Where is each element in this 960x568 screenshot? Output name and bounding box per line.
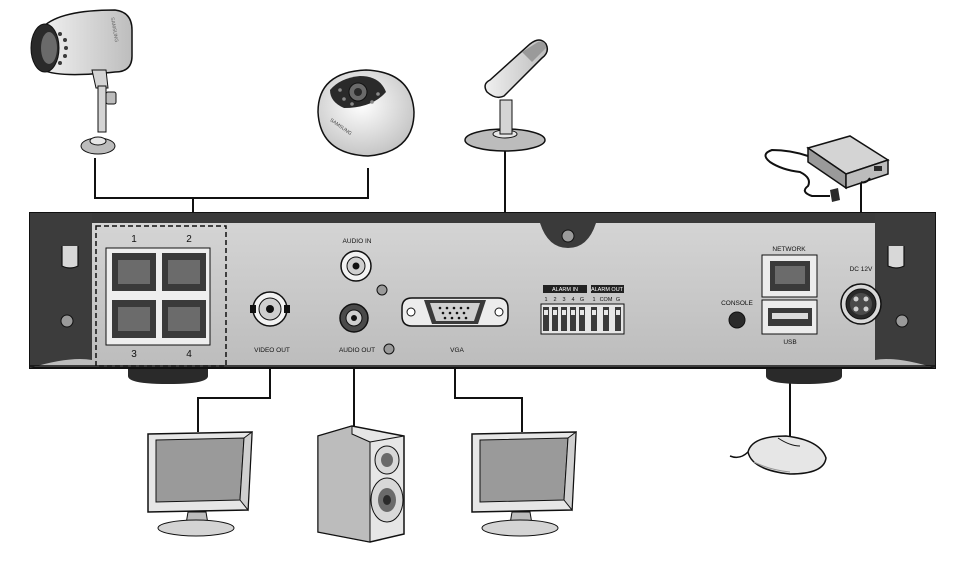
usb-label: USB [783, 339, 796, 346]
foot-left [128, 368, 208, 384]
power-adapter-icon [764, 135, 890, 202]
screw-mid [376, 284, 388, 296]
alarm-in-pin-g: G [580, 297, 584, 303]
rj45-port-3[interactable] [112, 300, 156, 338]
video-out-label: VIDEO OUT [254, 347, 290, 354]
alarm-in-pin-1: 1 [544, 297, 547, 303]
alarm-pin-labels: 1 2 3 4 G 1 COM G [544, 297, 620, 303]
dc-label: DC 12V [850, 266, 873, 273]
audio-out-jack[interactable] [339, 303, 369, 333]
screw-mid-2 [383, 343, 395, 355]
bracket-right [887, 246, 905, 269]
screw-left [60, 314, 74, 328]
camera-cable [94, 158, 369, 199]
console-port[interactable] [728, 311, 746, 329]
network-port[interactable] [761, 254, 818, 298]
speaker-icon [317, 425, 405, 543]
bracket-left [61, 246, 79, 269]
audio-in-jack[interactable] [340, 250, 372, 282]
console-label: CONSOLE [721, 300, 753, 307]
vga-label: VGA [450, 347, 464, 354]
dvr-rear-panel [29, 212, 936, 384]
audio-out-label: AUDIO OUT [339, 347, 375, 354]
port-label-1: 1 [131, 234, 137, 245]
camera-brand-label: SAMSUNG [109, 17, 119, 43]
port-label-2: 2 [186, 234, 192, 245]
alarm-out-label: ALARM OUT [591, 287, 624, 293]
foot-right [766, 368, 842, 384]
bullet-camera-icon: SAMSUNG [30, 9, 133, 155]
side-panel-right [875, 213, 935, 368]
alarm-out-pin-g: G [616, 297, 620, 303]
rj45-port-1[interactable] [112, 253, 156, 291]
port-label-4: 4 [186, 349, 192, 360]
alarm-in-pin-3: 3 [562, 297, 565, 303]
monitor-icon [147, 430, 253, 537]
vga-connector[interactable] [401, 297, 509, 327]
camera-ports: 1 2 3 4 [95, 225, 227, 367]
rj45-port-4[interactable] [162, 300, 206, 338]
mouse-icon [729, 435, 827, 475]
screw-right [895, 314, 909, 328]
dome-camera-icon: SAMSUNG [317, 69, 415, 157]
audio-in-label: AUDIO IN [343, 238, 372, 245]
dc-power-port[interactable] [840, 283, 882, 325]
microphone-icon [464, 39, 549, 152]
usb-port[interactable] [761, 299, 818, 335]
alarm-terminal-block[interactable]: ALARM IN ALARM OUT 1 2 3 4 G 1 COM G [540, 285, 625, 335]
port-label-3: 3 [131, 349, 137, 360]
alarm-out-pin-1: 1 [592, 297, 595, 303]
network-label: NETWORK [772, 246, 806, 253]
alarm-in-pin-2: 2 [553, 297, 556, 303]
vga-monitor-icon [471, 430, 577, 537]
screw-top [561, 229, 575, 243]
alarm-out-pin-com: COM [600, 297, 613, 303]
alarm-in-label: ALARM IN [552, 287, 578, 293]
alarm-in-pin-4: 4 [571, 297, 574, 303]
side-panel-left [30, 213, 92, 368]
rj45-port-2[interactable] [162, 253, 206, 291]
video-out-connector[interactable] [250, 291, 290, 327]
